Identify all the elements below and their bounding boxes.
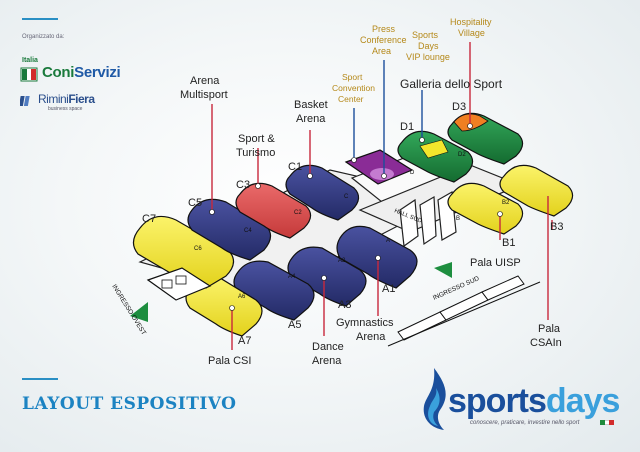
label-convention-3: Center (338, 94, 364, 104)
tag-b2: B2 (502, 200, 510, 206)
sportsdays-brand-2: days (545, 382, 620, 420)
hall-d1 (397, 130, 474, 183)
train-icon (387, 275, 541, 347)
label-b1: B1 (502, 237, 515, 249)
servizi-brand: Servizi (74, 64, 121, 81)
riminifiera-subtitle: business space (48, 106, 83, 112)
label-a5: A5 (288, 319, 301, 331)
sport-convention-center (344, 149, 414, 185)
hall-c5 (187, 198, 272, 261)
label-pala-uisp: Pala UISP (470, 257, 521, 269)
label-dance-2: Arena (312, 355, 342, 367)
label-press-1: Press (372, 24, 396, 34)
label-arena-multisport-2: Multisport (180, 89, 228, 101)
label-convention-2: Convention (332, 83, 375, 93)
tag-a6: A6 (238, 294, 246, 300)
ingresso-ovest-building (146, 267, 212, 301)
hall-c3 (235, 182, 312, 239)
leader-lines (211, 42, 553, 350)
hall-c7 (132, 215, 235, 289)
label-press-3: Area (372, 46, 391, 56)
label-c1: C1 (288, 161, 302, 173)
label-gymnastics-2: Arena (356, 331, 386, 343)
label-a1: A1 (382, 283, 395, 295)
tag-a: A (386, 238, 390, 244)
italian-flag-icon (600, 420, 615, 425)
label-dance-1: Dance (312, 341, 344, 353)
label-convention-1: Sport (342, 72, 363, 82)
label-arena-multisport-1: Arena (190, 75, 220, 87)
sportsdays-brand-1: sports (448, 382, 547, 420)
hall-d3 (447, 112, 524, 165)
label-sport-turismo-2: Turismo (236, 147, 275, 159)
bottom-accent-line (22, 378, 58, 380)
hall-b3 (499, 164, 574, 217)
tag-a4: A4 (288, 274, 296, 280)
sportsdays-tagline: conoscere, praticare, investire nello sp… (470, 420, 580, 426)
tag-d2: D2 (458, 152, 466, 158)
organizer-label: Organizzato da: (22, 34, 65, 40)
label-gymnastics-1: Gymnastics (336, 317, 394, 329)
ingresso-sud-arrow (434, 262, 452, 278)
label-pala-csain-1: Pala (538, 323, 561, 335)
riminifiera-logo: RiminiFiera (38, 92, 95, 106)
sportsdays-logo: sportsdays (448, 382, 620, 421)
ingresso-ovest-arrow (130, 302, 148, 322)
hall-b1 (447, 182, 524, 235)
label-sports-vip-1: Sports (412, 30, 439, 40)
label-b3: B3 (550, 221, 563, 233)
tag-c2: C2 (294, 210, 302, 216)
label-c5: C5 (188, 197, 202, 209)
italia-logo (20, 67, 38, 82)
coni-brand: Coni (42, 64, 75, 81)
riminifiera-icon (20, 96, 30, 106)
label-c7: C7 (142, 213, 156, 225)
coni-servizi-logo: ConiServizi (42, 64, 121, 81)
label-pala-csain-2: CSAIn (530, 337, 562, 349)
label-d1: D1 (400, 121, 414, 133)
label-pala-csi: Pala CSI (208, 355, 251, 367)
tag-c4: C4 (244, 228, 252, 234)
top-accent-line (22, 18, 58, 20)
label-hospitality-1: Hospitality (450, 17, 492, 27)
label-sport-turismo-1: Sport & (238, 133, 275, 145)
leader-dots (209, 123, 503, 311)
label-sports-vip-3: VIP lounge (406, 52, 450, 62)
label-d3: D3 (452, 101, 466, 113)
tag-d: D (410, 170, 415, 176)
label-a3: A3 (338, 299, 351, 311)
label-sports-vip-2: Days (418, 41, 439, 51)
label-galleria: Galleria dello Sport (400, 77, 503, 91)
tag-a2: A2 (338, 258, 346, 264)
page-title: LAYOUT ESPOSITIVO (22, 394, 237, 414)
rimini-brand: Rimini (38, 92, 69, 106)
tag-c: C (344, 194, 349, 200)
tag-b: B (456, 216, 460, 222)
sportsdays-flame-icon (423, 368, 446, 430)
label-c3: C3 (236, 179, 250, 191)
label-basket-2: Arena (296, 113, 326, 125)
label-hospitality-2: Village (458, 28, 485, 38)
label-a7: A7 (238, 335, 251, 347)
tag-c6: C6 (194, 246, 202, 252)
hall-c1 (285, 164, 360, 221)
fiera-brand: Fiera (68, 92, 95, 106)
label-press-2: Conference (360, 35, 407, 45)
label-basket-1: Basket (294, 99, 328, 111)
italia-label: Italia (22, 57, 38, 64)
